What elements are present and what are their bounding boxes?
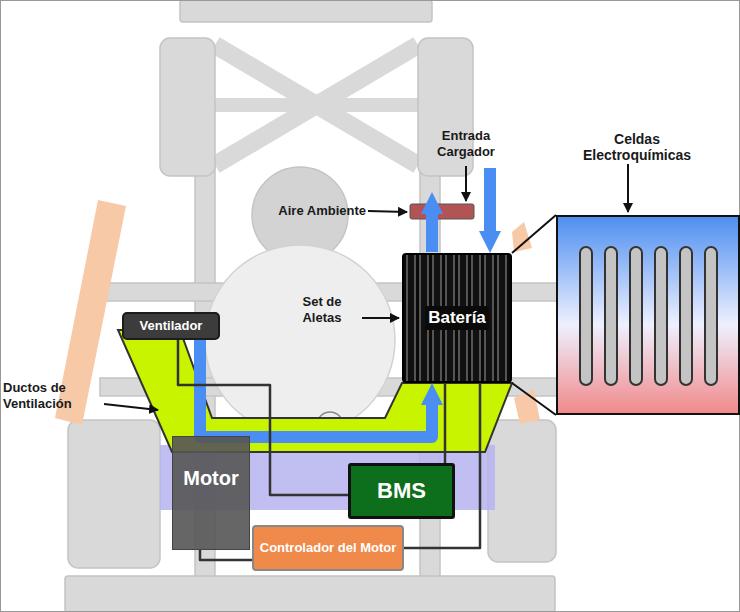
box-label: Motor [183,467,239,490]
box-label: Batería [425,306,489,330]
bms-box: BMS [348,463,455,519]
fan-box: Ventilador [122,312,220,340]
charger-inlet [410,204,474,219]
wheel [488,420,556,562]
cell [605,247,617,385]
cell-set [558,217,738,413]
leader-arrow [362,317,399,319]
callout-label: Ductos de Ventilación [3,380,103,411]
box-heading: Celdas Electroquímicas [582,131,692,163]
air-arrow [484,168,496,231]
motor-box: Motor [172,436,250,550]
callout-label: Set de Aletas [284,294,360,325]
motor-controller-box: Controlador del Motor [252,525,404,571]
callout-label: Entrada Cargador [418,128,514,159]
leader-arrow [465,166,467,201]
chassis-brace [215,98,418,112]
leader-arrow [627,164,629,212]
box-label: Ventilador [140,319,203,334]
chassis-bar [180,0,432,22]
chassis-bar [65,576,555,612]
zoom-line [512,215,556,253]
cell [705,247,717,385]
box-label: Controlador del Motor [260,541,397,556]
callout-label: Aire Ambiente [262,203,366,219]
airflow-arrow [200,340,432,437]
zoom-line [512,383,556,415]
signal-wire [444,383,447,463]
wheel [160,38,215,176]
cell [630,247,642,385]
fin [407,255,415,381]
power-wire [200,550,252,560]
battery-box: Batería [402,253,512,383]
cell [680,247,692,385]
chassis-circle [205,245,395,435]
chassis-brace [215,45,418,165]
box-label: BMS [377,478,426,503]
leader-arrow [104,404,158,410]
cell [655,247,667,385]
leader-arrow [368,211,407,212]
signal-wire [178,340,348,495]
wheel [68,420,160,568]
air-arrow [426,214,438,252]
chassis-brace [215,45,418,165]
cell [580,247,592,385]
fin [498,255,506,381]
cells-box: Celdas Electroquímicas [556,215,740,415]
